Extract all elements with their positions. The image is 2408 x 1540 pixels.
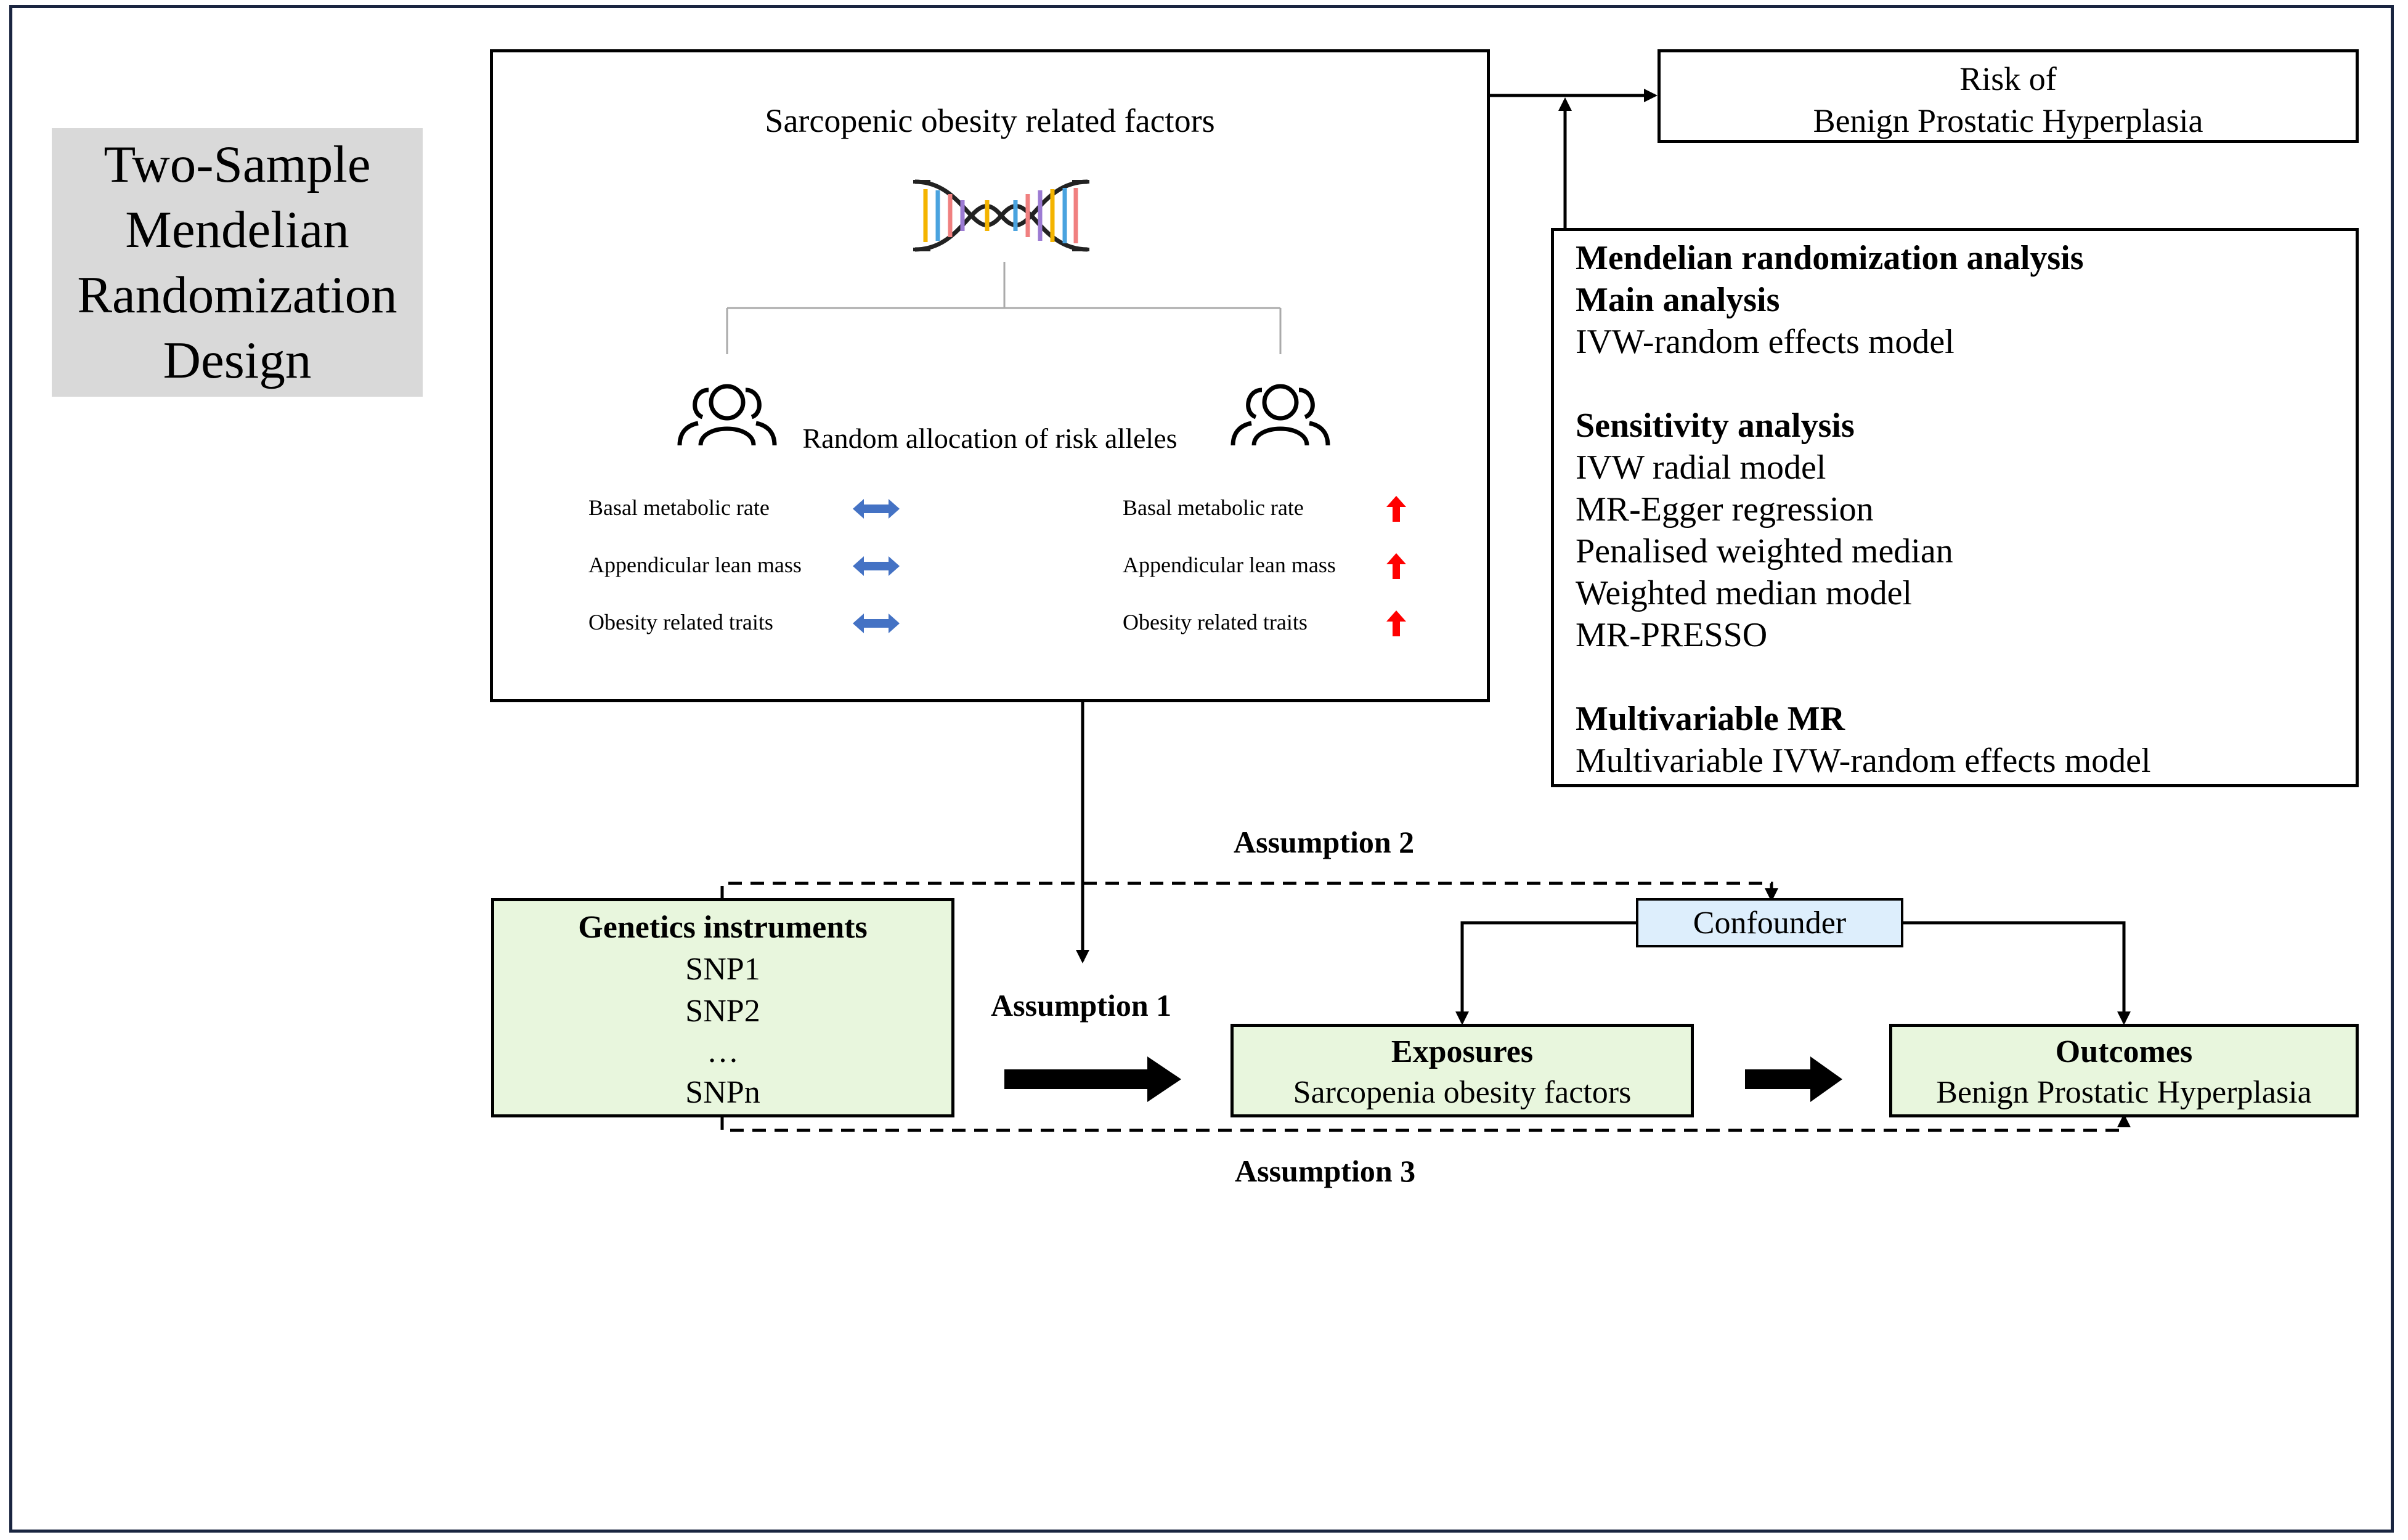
sensitivity-item: Weighted median model — [1576, 574, 1912, 612]
right-trait: Obesity related traits — [1123, 610, 1308, 634]
spacer — [1576, 656, 2356, 698]
genetics-item: SNP2 — [685, 994, 760, 1029]
double-arrow-icon — [853, 499, 900, 519]
design-title-line: Design — [163, 331, 312, 389]
risk-box: Risk of Benign Prostatic Hyperplasia — [1658, 49, 2359, 143]
double-arrow-icon — [853, 614, 900, 633]
sensitivity-item: IVW radial model — [1576, 448, 1826, 487]
assumption-2-path — [720, 881, 1778, 902]
left-trait: Basal metabolic rate — [588, 495, 770, 520]
design-title-line: Two-Sample — [104, 136, 371, 193]
exposures-text: Sarcopenia obesity factors — [1293, 1075, 1632, 1110]
genetics-heading: Genetics instruments — [578, 910, 868, 945]
outcomes-text: Benign Prostatic Hyperplasia — [1936, 1075, 2312, 1110]
confounder-label: Confounder — [1693, 906, 1847, 941]
design-title-line: Randomization — [77, 266, 397, 324]
main-analysis-heading: Main analysis — [1576, 281, 1780, 319]
design-title-line: Mendelian — [125, 201, 349, 259]
sensitivity-heading: Sensitivity analysis — [1576, 407, 1855, 445]
exposures-heading: Exposures — [1391, 1034, 1534, 1069]
outcomes-heading: Outcomes — [2055, 1034, 2193, 1069]
assumption-3-label: Assumption 3 — [1235, 1154, 1416, 1188]
dna-helix-icon — [913, 179, 1089, 252]
outcomes-box: Outcomes Benign Prostatic Hyperplasia — [1889, 1024, 2359, 1117]
people-group-icon — [1230, 384, 1330, 446]
sensitivity-item: MR-PRESSO — [1576, 616, 1768, 654]
factors-panel: Sarcopenic obesity related factors — [490, 49, 1490, 702]
figure-frame — [9, 5, 2394, 1533]
assumption-1-label: Assumption 1 — [991, 988, 1172, 1023]
up-arrow-icon — [1386, 610, 1406, 636]
confounder-box: Confounder — [1636, 898, 1903, 947]
sensitivity-item: MR-Egger regression — [1576, 490, 1874, 529]
genetics-box: Genetics instruments SNP1 SNP2 … SNPn — [491, 898, 954, 1117]
double-arrow-icon — [853, 556, 900, 576]
analysis-heading: Mendelian randomization analysis — [1576, 239, 2084, 277]
risk-line-1: Risk of — [1959, 60, 2057, 97]
allocation-tree-lines — [726, 262, 1282, 354]
multivariable-heading: Multivariable MR — [1576, 700, 1845, 738]
left-trait: Appendicular lean mass — [588, 553, 802, 577]
analysis-box: Mendelian randomization analysis Main an… — [1551, 228, 2359, 787]
spacer — [1576, 363, 2356, 405]
genetics-to-exposures-arrow — [1004, 1056, 1181, 1102]
assumption-3-path — [720, 1114, 2131, 1132]
genetics-item: … — [707, 1034, 739, 1069]
right-trait: Basal metabolic rate — [1123, 495, 1304, 520]
exposures-to-outcomes-arrow — [1745, 1056, 1842, 1102]
up-arrow-icon — [1386, 496, 1406, 522]
exposures-box: Exposures Sarcopenia obesity factors — [1230, 1024, 1694, 1117]
people-group-icon — [677, 384, 777, 446]
factors-title: Sarcopenic obesity related factors — [765, 102, 1215, 139]
right-trait: Appendicular lean mass — [1123, 553, 1336, 577]
multivariable-item: Multivariable IVW-random effects model — [1576, 742, 2151, 780]
risk-line-2: Benign Prostatic Hyperplasia — [1813, 102, 2203, 139]
genetics-item: SNPn — [685, 1075, 760, 1110]
left-trait: Obesity related traits — [588, 610, 773, 634]
main-analysis-item: IVW-random effects model — [1576, 323, 1954, 361]
up-arrow-icon — [1386, 553, 1406, 579]
design-title: Two-Sample Mendelian Randomization Desig… — [52, 128, 423, 397]
sensitivity-item: Penalised weighted median — [1576, 532, 1953, 570]
confounder-to-outcomes-line — [1902, 921, 2131, 1025]
confounder-to-exposures-line — [1455, 921, 1636, 1025]
allocation-label: Random allocation of risk alleles — [802, 423, 1178, 454]
assumption-2-label: Assumption 2 — [1234, 825, 1415, 859]
genetics-item: SNP1 — [685, 952, 760, 987]
